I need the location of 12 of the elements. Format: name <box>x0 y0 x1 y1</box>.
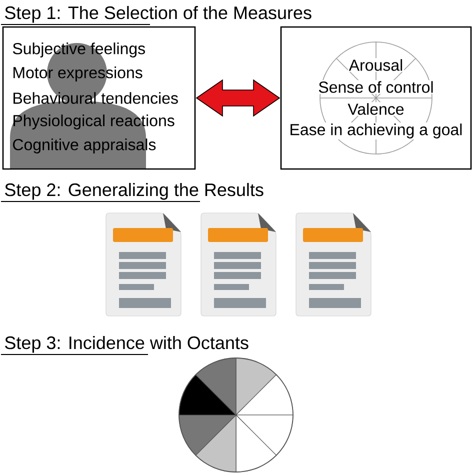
dimension-label: Sense of control <box>317 80 435 94</box>
step-heading: Step 1: The Selection of the Measures <box>5 6 312 23</box>
dimension-label: Ease in achieving a goal <box>288 122 464 140</box>
dimension-label: Arousal <box>348 58 404 72</box>
dimension-box <box>280 26 472 170</box>
step-heading: Step 3: Incidence with Octants <box>5 336 248 353</box>
list-item: Physiological reactions <box>14 114 174 130</box>
list-item: Subjective feelings <box>12 42 145 58</box>
list-item: Behavioural tendencies <box>14 92 178 104</box>
step-heading: Step 2: Generalizing the Results <box>5 182 264 200</box>
dimension-label: Valence <box>346 102 406 116</box>
measure-box <box>2 26 196 170</box>
